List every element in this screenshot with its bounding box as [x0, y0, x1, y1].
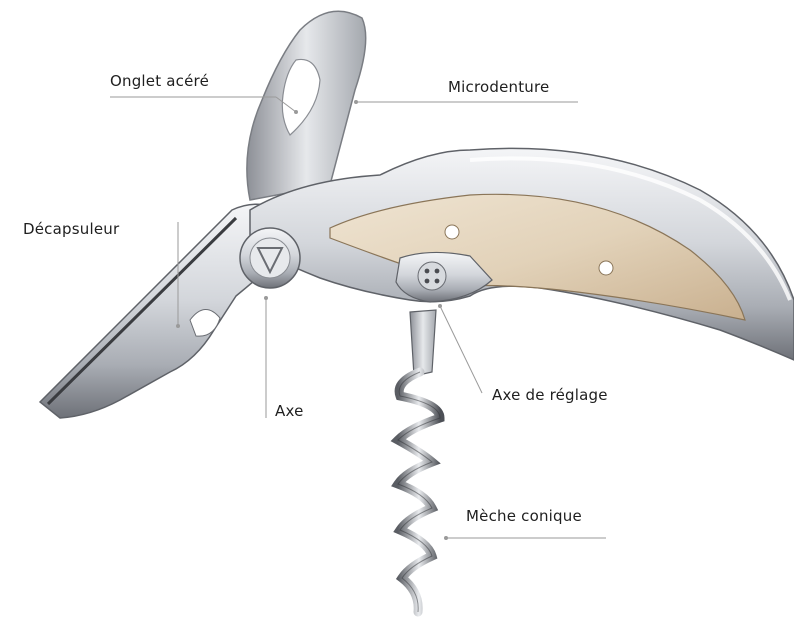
leader-microdenture-dot	[354, 100, 358, 104]
leader-decapsuleur-dot	[176, 324, 180, 328]
handle	[250, 148, 794, 360]
rivet	[445, 225, 459, 239]
label-microdenture: Microdenture	[448, 78, 549, 96]
leader-meche-dot	[444, 536, 448, 540]
leader-onglet-dot	[294, 110, 298, 114]
leader-axe-reglage	[440, 306, 482, 393]
worm-shank	[410, 310, 436, 376]
knife-blade	[247, 11, 366, 200]
label-decapsuleur: Décapsuleur	[23, 220, 119, 238]
label-onglet-acere: Onglet acéré	[110, 72, 209, 90]
pivot-axle	[240, 228, 300, 288]
leader-axe-dot	[264, 296, 268, 300]
label-axe: Axe	[275, 402, 304, 420]
rivet	[599, 261, 613, 275]
label-axe-de-reglage: Axe de réglage	[492, 386, 608, 404]
label-meche-conique: Mèche conique	[466, 507, 582, 525]
leader-axe-reglage-dot	[438, 304, 442, 308]
conical-worm	[398, 372, 440, 612]
